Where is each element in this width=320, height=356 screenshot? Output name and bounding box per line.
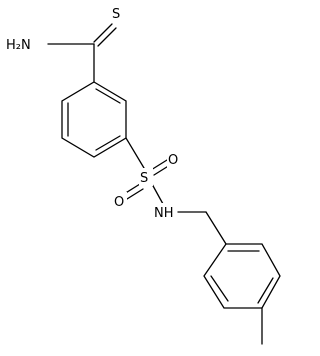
atom-labels: S H₂N S O O NH: [6, 4, 181, 221]
bond-s-o-left-b: [126, 188, 144, 200]
bond-ch2-ring: [205, 211, 227, 245]
thione-sulfur-label: S: [112, 7, 120, 22]
bond-s-n: [151, 183, 164, 205]
bond-ring-s: [125, 137, 145, 169]
bond-s-o-right-a: [150, 159, 168, 171]
lower-benzene-ring: [203, 243, 281, 345]
thioamide-group: [47, 23, 117, 83]
upper-ring-outline: [61, 81, 127, 158]
lower-ring-inner-bond-3: [210, 275, 229, 302]
lower-ring-inner-bond-2: [257, 277, 274, 304]
amine-label: H₂N: [6, 38, 31, 53]
sulfonamide-nh-label: NH: [154, 206, 174, 221]
upper-ring-inner-bond-1: [95, 88, 121, 104]
label-bg-thione-s: [112, 4, 126, 22]
bond-c-s-double-b: [97, 27, 117, 47]
chemical-structure: S H₂N S O O NH: [6, 4, 281, 345]
bond-c-s-double-a: [93, 23, 113, 43]
sulfonyl-oxygen-left-label: O: [114, 195, 124, 210]
lower-ring-outline: [203, 243, 281, 309]
label-bg-sulfonyl-s: [139, 168, 153, 186]
label-bg-o-right: [167, 150, 181, 168]
upper-benzene-ring: [61, 81, 127, 158]
upper-ring-inner-bond-2: [95, 135, 121, 151]
label-bg-o-left: [113, 192, 127, 210]
sulfonyl-sulfur-label: S: [140, 171, 148, 186]
label-bg-amine: [6, 35, 46, 53]
label-bg-nh: [153, 203, 177, 221]
sulfonyl-oxygen-right-label: O: [168, 153, 178, 168]
